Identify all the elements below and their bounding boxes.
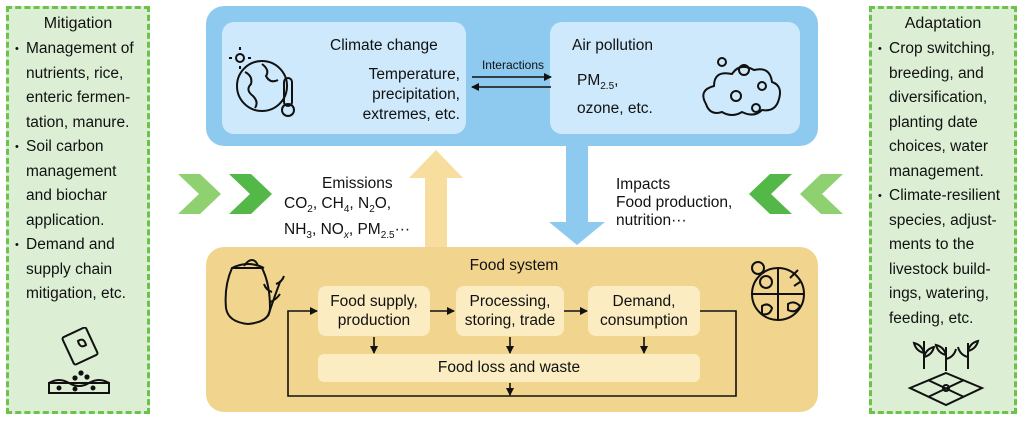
adaptation-item-2: Climate-resilient species, adjust-ments … xyxy=(878,184,1008,331)
globe-thermometer-icon xyxy=(229,47,295,117)
pm-comma: , xyxy=(614,72,619,89)
pm-text: PM xyxy=(577,72,601,89)
food-loss-box: Food loss and waste xyxy=(318,354,700,382)
mitigation-item-3: Demand and supply chain mitigation, etc. xyxy=(15,233,141,307)
climate-change-line: precipitation, xyxy=(372,86,460,103)
em-text: CO xyxy=(284,195,308,212)
air-pollution-details: PM2.5, ozone, etc. xyxy=(577,70,653,120)
impacts-line-2: nutrition··· xyxy=(616,212,687,229)
emissions-title: Emissions xyxy=(322,175,393,192)
smart-farm-field-icon xyxy=(907,339,985,407)
grain-sack-wheat-icon xyxy=(224,258,285,326)
em-text: ··· xyxy=(394,221,411,239)
emissions-line-1: CO2, CH4, N2O, xyxy=(284,194,410,220)
pm-line: PM2.5, xyxy=(577,70,653,98)
mitigation-item-2: Soil carbon management and biochar appli… xyxy=(15,135,141,233)
climate-change-line: Temperature, xyxy=(368,66,460,83)
smog-cloud-icon xyxy=(702,57,781,116)
chevron-right-icon xyxy=(229,174,272,214)
impacts-block: Impacts Food production, nutrition··· xyxy=(616,176,732,230)
adaptation-title: Adaptation xyxy=(904,15,982,32)
em-text: NH xyxy=(284,221,307,239)
impacts-title: Impacts xyxy=(616,176,671,193)
em-text: O, xyxy=(374,195,392,212)
em-text: , NO xyxy=(311,221,344,239)
planting-seeds-in-soil-icon xyxy=(48,327,110,394)
food-groups-plate-icon xyxy=(751,261,805,321)
adaptation-panel: Adaptation Crop switching, breeding, and… xyxy=(869,6,1017,414)
processing-step: Processing, storing, trade xyxy=(456,286,564,336)
air-pollution-title: Air pollution xyxy=(572,37,653,54)
mitigation-panel: Mitigation Management of nutrients, rice… xyxy=(6,6,150,414)
air-pollution-box xyxy=(550,22,800,134)
mitigation-list: Management of nutrients, rice, enteric f… xyxy=(9,37,147,307)
interactions-label: Interactions xyxy=(481,58,545,72)
chevron-right-icon xyxy=(178,174,221,214)
food-system-title: Food system xyxy=(469,257,559,274)
em-sub: 3 xyxy=(306,230,312,242)
impacts-arrow xyxy=(549,146,605,245)
demand-step: Demand, consumption xyxy=(588,286,700,336)
impacts-line-1: Food production, xyxy=(616,194,733,211)
mitigation-title: Mitigation xyxy=(43,15,113,32)
pm-subscript: 2.5 xyxy=(600,81,615,93)
em-text: , PM xyxy=(348,221,381,239)
emissions-arrow xyxy=(409,150,463,247)
feedback-loop-line xyxy=(287,307,737,397)
mitigation-item-1: Management of nutrients, rice, enteric f… xyxy=(15,37,141,135)
climate-change-line: extremes, etc. xyxy=(362,106,460,123)
adaptation-list: Crop switching, breeding, and diversific… xyxy=(872,37,1014,331)
em-sub: 2 xyxy=(307,204,313,216)
em-text: , CH xyxy=(312,195,344,212)
em-text: , N xyxy=(349,195,370,212)
climate-change-details: Temperature, precipitation, extremes, et… xyxy=(320,65,460,125)
climate-change-title: Climate change xyxy=(330,37,438,54)
em-sub: 4 xyxy=(343,204,350,216)
adaptation-item-1: Crop switching, breeding, and diversific… xyxy=(878,37,1008,184)
emissions-line-2: NH3, NOx, PM2.5··· xyxy=(284,220,410,246)
food-supply-step: Food supply, production xyxy=(318,286,430,336)
climate-change-box xyxy=(222,22,466,134)
emissions-block: Emissions CO2, CH4, N2O, NH3, NOx, PM2.5… xyxy=(284,174,410,246)
ozone-line: ozone, etc. xyxy=(577,100,653,118)
em-sub: 2 xyxy=(369,204,375,216)
chevron-left-icon xyxy=(749,174,792,214)
em-sub: x xyxy=(343,230,349,242)
chevron-left-icon xyxy=(800,174,843,214)
em-sub: 2.5 xyxy=(380,230,395,242)
